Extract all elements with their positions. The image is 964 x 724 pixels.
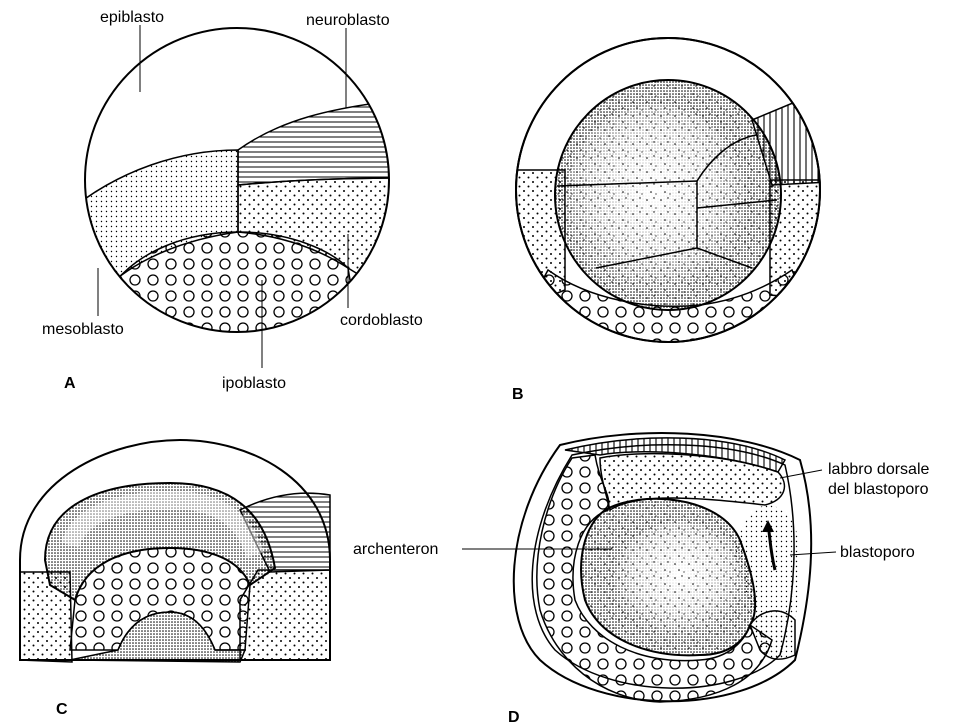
panel-a: epiblasto neuroblasto mesoblasto cordobl… — [42, 9, 423, 392]
label-del-blastoporo: del blastoporo — [828, 481, 929, 498]
label-epiblasto: epiblasto — [100, 9, 164, 26]
panel-letter-c: C — [56, 701, 68, 718]
panel-letter-b: B — [512, 386, 524, 403]
panel-b: B — [500, 38, 830, 403]
panel-letter-d: D — [508, 709, 520, 724]
label-archenteron: archenteron — [353, 541, 438, 558]
label-blastoporo: blastoporo — [840, 544, 915, 561]
panel-d: labbro dorsale del blastoporo archentero… — [353, 433, 930, 724]
label-mesoblasto: mesoblasto — [42, 321, 124, 338]
label-ipoblasto: ipoblasto — [222, 375, 286, 392]
label-cordoblasto: cordoblasto — [340, 312, 423, 329]
label-labbro-dorsale: labbro dorsale — [828, 461, 930, 478]
label-neuroblasto: neuroblasto — [306, 12, 390, 29]
panel-letter-a: A — [64, 375, 76, 392]
panel-c: C — [20, 440, 330, 718]
